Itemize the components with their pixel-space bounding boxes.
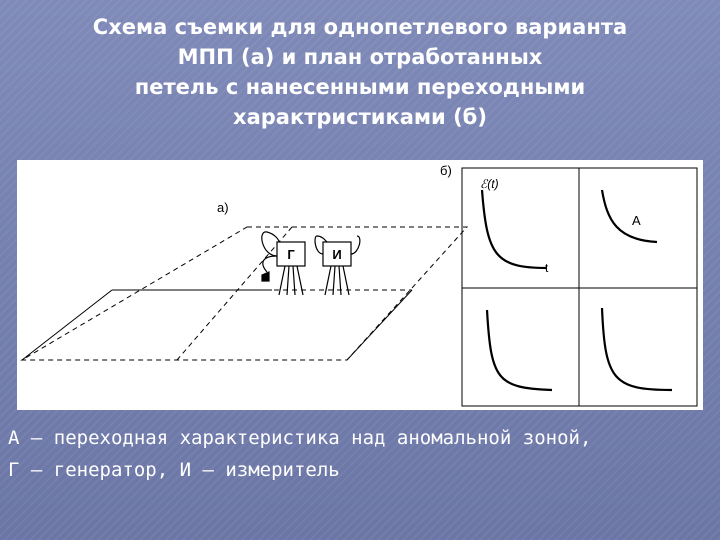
generator-box xyxy=(276,241,306,267)
caption-line-1: А – переходная характеристика над аномал… xyxy=(8,427,592,449)
loop-solid-side xyxy=(21,289,113,361)
meter-cable xyxy=(314,235,328,255)
generator xyxy=(261,231,306,296)
diagram-svg: а) Г И б) xyxy=(20,163,698,407)
loop-divider-diagonal xyxy=(176,226,293,361)
anomaly-label: А xyxy=(632,213,641,228)
title-line-3: петель с нанесенными переходными xyxy=(134,75,586,99)
curve-bottom-right xyxy=(600,307,673,392)
survey-diagram: а) Г И б) xyxy=(17,160,703,410)
loop-plan xyxy=(20,226,469,361)
curve-top-right xyxy=(600,189,658,244)
slide-title: Схема съемки для однопетлевого варианта … xyxy=(20,12,700,132)
caption-line-2: Г – генератор, И – измеритель xyxy=(8,459,340,481)
label-b: б) xyxy=(440,163,452,178)
meter-label: И xyxy=(332,247,341,262)
caption: А – переходная характеристика над аномал… xyxy=(8,422,718,486)
transient-grid xyxy=(461,167,698,407)
title-line-1: Схема съемки для однопетлевого варианта xyxy=(92,15,628,39)
loop-solid-front xyxy=(346,289,413,361)
curve-top-left xyxy=(480,189,548,270)
generator-label: Г xyxy=(287,247,295,262)
label-a: а) xyxy=(217,200,229,215)
title-line-4: характристиками (б) xyxy=(233,105,487,129)
generator-cable xyxy=(261,231,280,257)
transient-curves xyxy=(480,189,673,392)
curve-bottom-left xyxy=(485,309,553,392)
signal-label: ℰ(t) xyxy=(480,177,499,191)
time-axis-label: t xyxy=(545,261,549,275)
outer-loop-outline xyxy=(20,226,469,361)
meter xyxy=(314,235,361,296)
title-line-2: МПП (а) и план отработанных xyxy=(177,45,543,69)
